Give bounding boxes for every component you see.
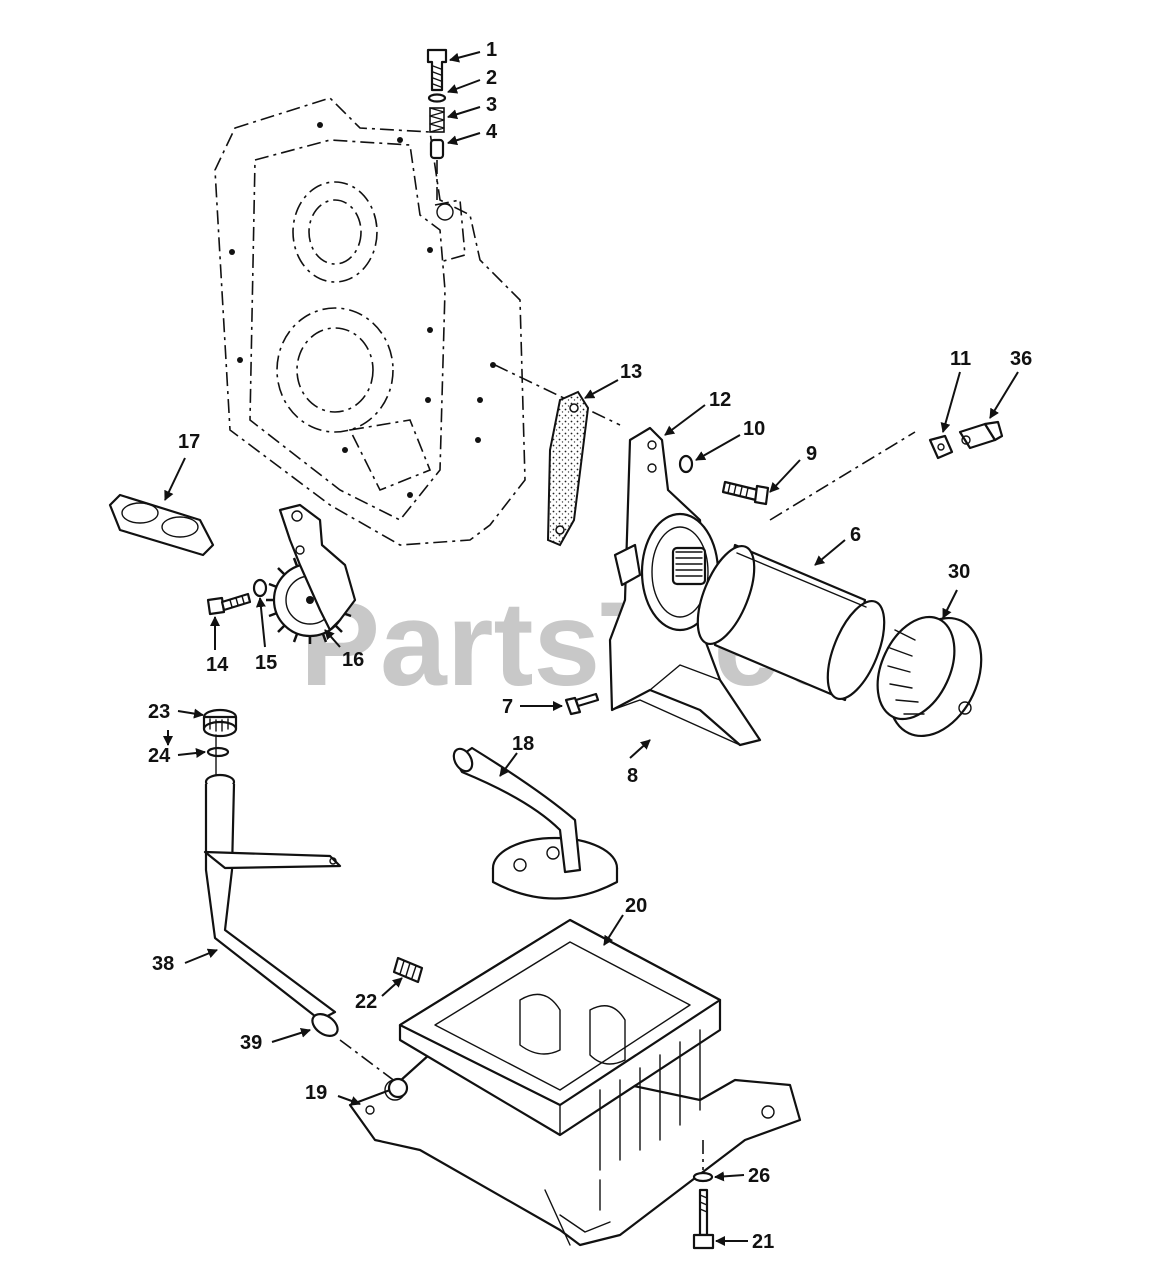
oil-filter-adapter: [608, 426, 762, 747]
dipstick-tube-seal: [311, 1012, 339, 1038]
oil-pump-body: [278, 503, 357, 632]
callout-label: 21: [752, 1231, 774, 1253]
oil-fitting: [928, 434, 954, 460]
callout-label: 9: [806, 443, 817, 465]
oil-pan-washer: [692, 1171, 714, 1183]
callout-label: 4: [486, 121, 498, 143]
oil-pump-bolt: [206, 592, 252, 616]
relief-valve-spring: [429, 107, 445, 133]
oil-pump-gasket: [108, 493, 215, 557]
callout-labels: 1 2 3 4 6 7 8 9 10 11 12 13 14 15 16 17 …: [148, 39, 1032, 1253]
callout-label: 1: [486, 39, 497, 61]
relief-valve-bolt: [426, 48, 448, 92]
oil-filter: [696, 543, 886, 702]
relief-valve-plunger: [429, 138, 445, 160]
callout-label: 30: [948, 561, 970, 583]
callout-label: 12: [709, 389, 731, 411]
callout-label: 7: [502, 696, 513, 718]
callout-label: 10: [743, 418, 765, 440]
callout-label: 16: [342, 649, 364, 671]
oil-pump-lock-washer: [252, 578, 268, 598]
callout-label: 11: [950, 348, 971, 370]
callout-label: 36: [1010, 348, 1032, 370]
callout-label: 6: [850, 524, 861, 546]
callout-label: 24: [148, 745, 171, 767]
relief-valve-washer: [427, 93, 447, 103]
callout-label: 17: [178, 431, 200, 453]
callout-label: 39: [240, 1032, 262, 1054]
callout-label: 19: [305, 1082, 327, 1104]
oil-pickup-tube: [452, 746, 619, 900]
oil-drain-plug: [392, 956, 424, 984]
dipstick-cap: [202, 708, 238, 738]
dipstick-tube: [203, 773, 342, 1022]
oil-pan: [348, 918, 802, 1247]
adapter-washer: [678, 454, 694, 474]
callout-label: 18: [512, 733, 534, 755]
callout-label: 38: [152, 953, 174, 975]
adapter-bolt: [721, 480, 770, 506]
oil-pan-bolt: [692, 1188, 715, 1250]
callout-label: 26: [748, 1165, 770, 1187]
callout-label: 13: [620, 361, 642, 383]
oil-filter-adapter-gasket: [546, 390, 590, 547]
oil-filter-element-cap: [876, 615, 983, 738]
adapter-screw: [564, 692, 600, 716]
dipstick-o-ring: [206, 746, 230, 758]
callout-label: 2: [486, 67, 497, 89]
callout-label: 20: [625, 895, 647, 917]
callout-label: 23: [148, 701, 170, 723]
callout-label: 8: [627, 765, 638, 787]
callout-label: 15: [255, 652, 277, 674]
callout-label: 22: [355, 991, 377, 1013]
gear-housing: [214, 97, 621, 546]
callout-label: 14: [206, 654, 229, 676]
callout-arrows: [163, 51, 1019, 1246]
oil-pressure-switch: [958, 420, 1004, 450]
callout-label: 3: [486, 94, 497, 116]
